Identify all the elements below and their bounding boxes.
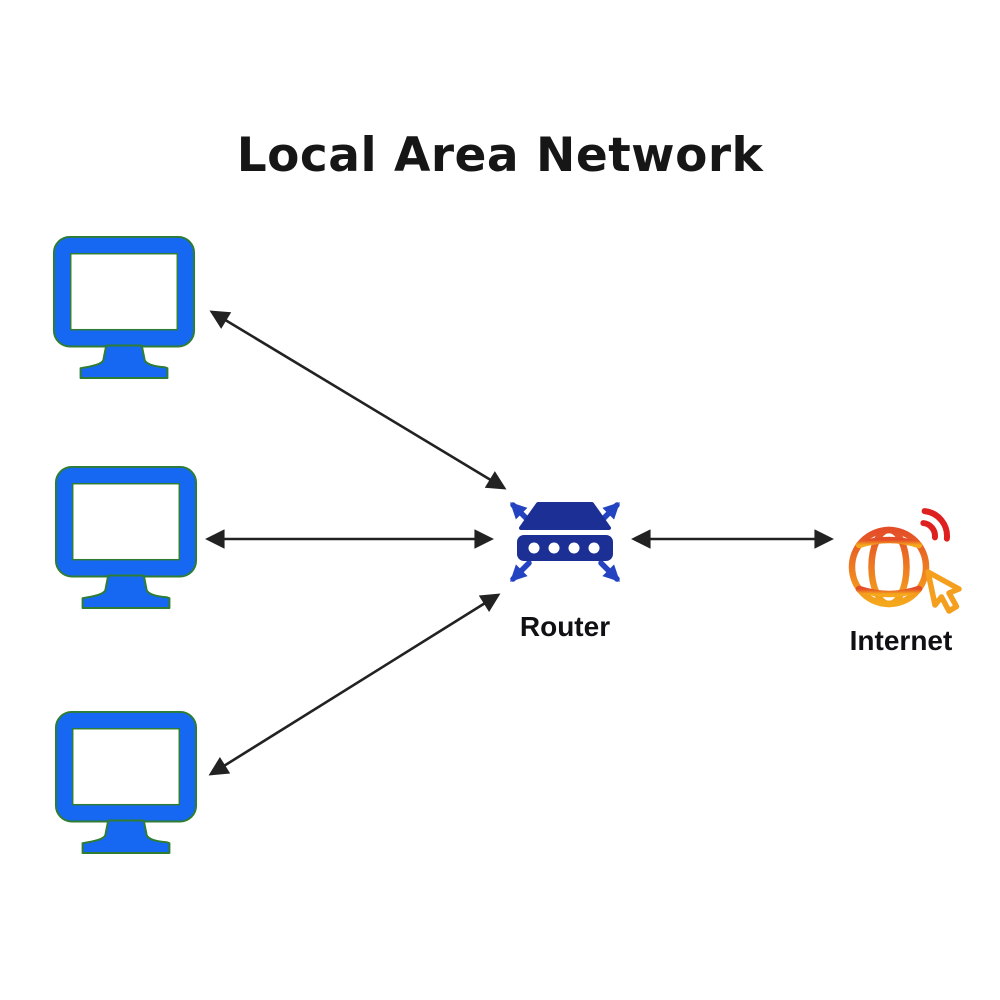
computer-monitor-icon (54, 465, 198, 610)
internet-node: Internet (838, 478, 973, 656)
router-device-icon (510, 502, 620, 582)
router-body (517, 535, 613, 561)
router-node: Router (495, 485, 635, 642)
globe-icon (848, 526, 930, 608)
router-ports (528, 542, 600, 554)
cursor-icon (925, 569, 962, 614)
computer-node-1 (50, 232, 198, 382)
router-top (519, 502, 611, 530)
connector-computer3-router (208, 593, 501, 776)
computer-monitor-icon (54, 710, 198, 855)
computer-node-2 (52, 462, 200, 612)
wifi-signal-icon (920, 508, 950, 542)
connector-computer1-router (209, 310, 507, 490)
router-label: Router (519, 611, 611, 642)
diagram-title: Local Area Network (236, 128, 764, 183)
internet-label: Internet (849, 625, 953, 656)
computer-node-3 (52, 707, 200, 857)
globe-wifi-cursor-icon (848, 508, 962, 614)
computer-monitor-icon (52, 235, 196, 380)
